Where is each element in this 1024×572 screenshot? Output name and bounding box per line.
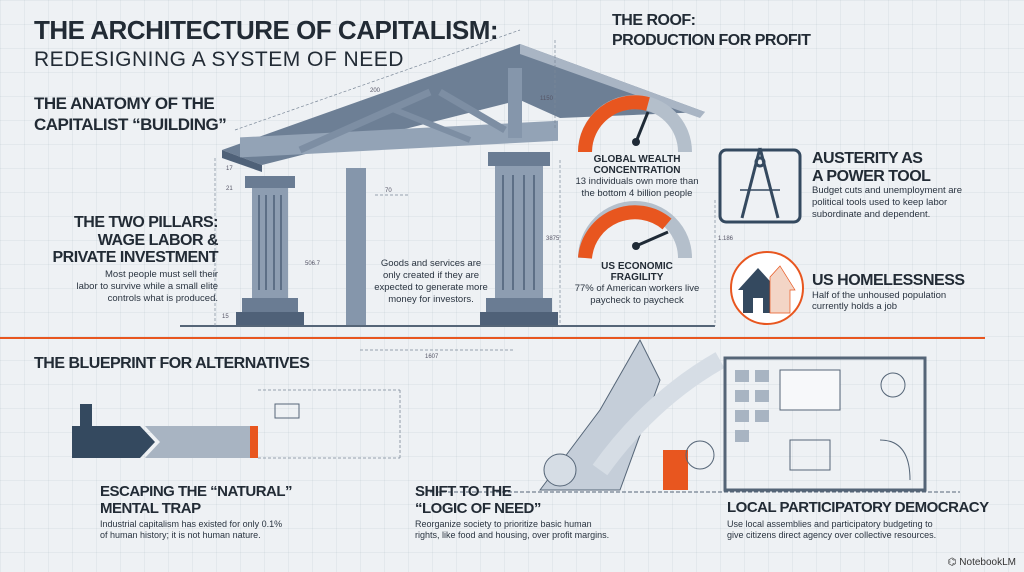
austerity-body-line: Budget cuts and unemployment are	[812, 185, 962, 197]
dimension-label: 15	[222, 314, 229, 320]
pillars-heading-line: PRIVATE INVESTMENT	[52, 249, 218, 267]
roof-heading-line1: THE ROOF:	[612, 12, 696, 29]
notebooklm-logo-icon: ⌬	[947, 557, 960, 568]
alternative-body-line: rights, like food and housing, over prof…	[415, 530, 610, 541]
dimension-label: 3875	[546, 236, 560, 242]
alternative-heading-line: SHIFT TO THE	[415, 483, 512, 500]
page-subtitle: REDESIGNING A SYSTEM OF NEED	[34, 48, 404, 71]
dimension-label: 70	[385, 188, 392, 194]
homeless-body-line: Half of the unhoused population	[812, 289, 947, 301]
dimension-label: 1150	[540, 96, 554, 102]
dimension-label: 17	[226, 166, 233, 172]
roof-heading-line2: PRODUCTION FOR PROFIT	[612, 32, 811, 49]
pillars-block: THE TWO PILLARS: WAGE LABOR & PRIVATE IN…	[52, 214, 218, 304]
dimension-label: 1607	[425, 354, 439, 360]
homeless-block: US HOMELESSNESS Half of the unhoused pop…	[812, 272, 965, 313]
dimension-label: 506.7	[305, 261, 321, 267]
austerity-body-line: political tools used to keep labor	[812, 197, 948, 209]
roof-body-line: only created if they are	[382, 269, 480, 281]
roof-body-line: expected to generate more	[374, 281, 488, 293]
gauge-wealth-text: GLOBAL WEALTH CONCENTRATION 13 individua…	[566, 154, 708, 200]
austerity-heading-line: AUSTERITY AS	[812, 150, 923, 167]
gauge-body-line: the bottom 4 billion people	[581, 187, 693, 199]
dimension-lines	[214, 29, 716, 351]
compass-blueprint-icon	[718, 147, 802, 224]
blueprint-heading: THE BLUEPRINT FOR ALTERNATIVES	[34, 355, 310, 372]
austerity-body-line: subordinate and dependent.	[812, 208, 931, 220]
gauge-title: US ECONOMIC	[601, 261, 673, 272]
alternative-heading-line: ESCAPING THE “NATURAL”	[100, 483, 293, 500]
roof-body-line: Goods and services are	[380, 258, 482, 269]
austerity-heading-line: A POWER TOOL	[812, 167, 931, 185]
house-icon	[730, 251, 804, 325]
alternative-body-line: give citizens direct agency over collect…	[727, 529, 937, 540]
anatomy-heading-line2: CAPITALIST “BUILDING”	[34, 115, 227, 134]
notebooklm-brand: ⌬ NotebookLM	[948, 557, 1016, 568]
alternative-heading-line: “LOGIC OF NEED”	[415, 499, 541, 517]
dimension-label: 21	[226, 186, 233, 192]
brand-label: NotebookLM	[959, 557, 1016, 568]
alternative-body-line: Industrial capitalism has existed for on…	[100, 519, 283, 529]
homeless-body-line: currently holds a job	[812, 301, 898, 313]
alternative-heading-line: LOCAL PARTICIPATORY DEMOCRACY	[727, 499, 989, 516]
gauge-body-line: 13 individuals own more than	[575, 176, 699, 187]
gauge-title: GLOBAL WEALTH	[593, 154, 681, 165]
pillars-body-line: labor to survive while a small elite	[76, 280, 218, 292]
anatomy-heading-line1: THE ANATOMY OF THE	[34, 94, 215, 113]
roof-body-line: money for investors.	[388, 293, 474, 305]
gauge-body-line: paycheck to paycheck	[590, 294, 684, 306]
gauge-fragility-text: US ECONOMIC FRAGILITY 77% of American wo…	[566, 261, 708, 307]
dimension-label: 1.186	[718, 236, 734, 242]
page-title: THE ARCHITECTURE OF CAPITALISM:	[34, 15, 499, 45]
alternative-body-line: Reorganize society to prioritize basic h…	[415, 519, 592, 529]
austerity-block: AUSTERITY AS A POWER TOOL Budget cuts an…	[812, 150, 962, 221]
pillars-body-line: Most people must sell their	[105, 268, 218, 280]
pillars-heading-line: THE TWO PILLARS:	[74, 214, 218, 231]
alternative-body-line: of human history; it is not human nature…	[100, 530, 261, 541]
dimension-label: 200	[370, 88, 381, 94]
alternative-escaping: ESCAPING THE “NATURAL” MENTAL TRAP Indus…	[100, 483, 293, 542]
homeless-heading: US HOMELESSNESS	[812, 272, 965, 289]
alternative-logic-of-need: SHIFT TO THE “LOGIC OF NEED” Reorganize …	[415, 483, 610, 542]
gauge-wealth	[578, 95, 692, 153]
gauge-title: CONCENTRATION	[593, 165, 681, 176]
pillars-heading-line: WAGE LABOR &	[97, 231, 219, 249]
alternative-heading-line: MENTAL TRAP	[100, 499, 201, 517]
growth-illustration	[430, 338, 960, 493]
pillars-body-line: controls what is produced.	[107, 292, 218, 304]
alternative-body-line: Use local assemblies and participatory b…	[727, 518, 933, 529]
building-illustration	[180, 44, 715, 327]
gauge-title: FRAGILITY	[610, 272, 664, 283]
floor-plan	[723, 356, 927, 492]
gauge-fragility	[578, 201, 692, 259]
alternative-participatory-democracy: LOCAL PARTICIPATORY DEMOCRACY Use local …	[727, 499, 989, 541]
gauge-body-line: 77% of American workers live	[574, 283, 700, 294]
progress-arrow	[72, 389, 401, 459]
